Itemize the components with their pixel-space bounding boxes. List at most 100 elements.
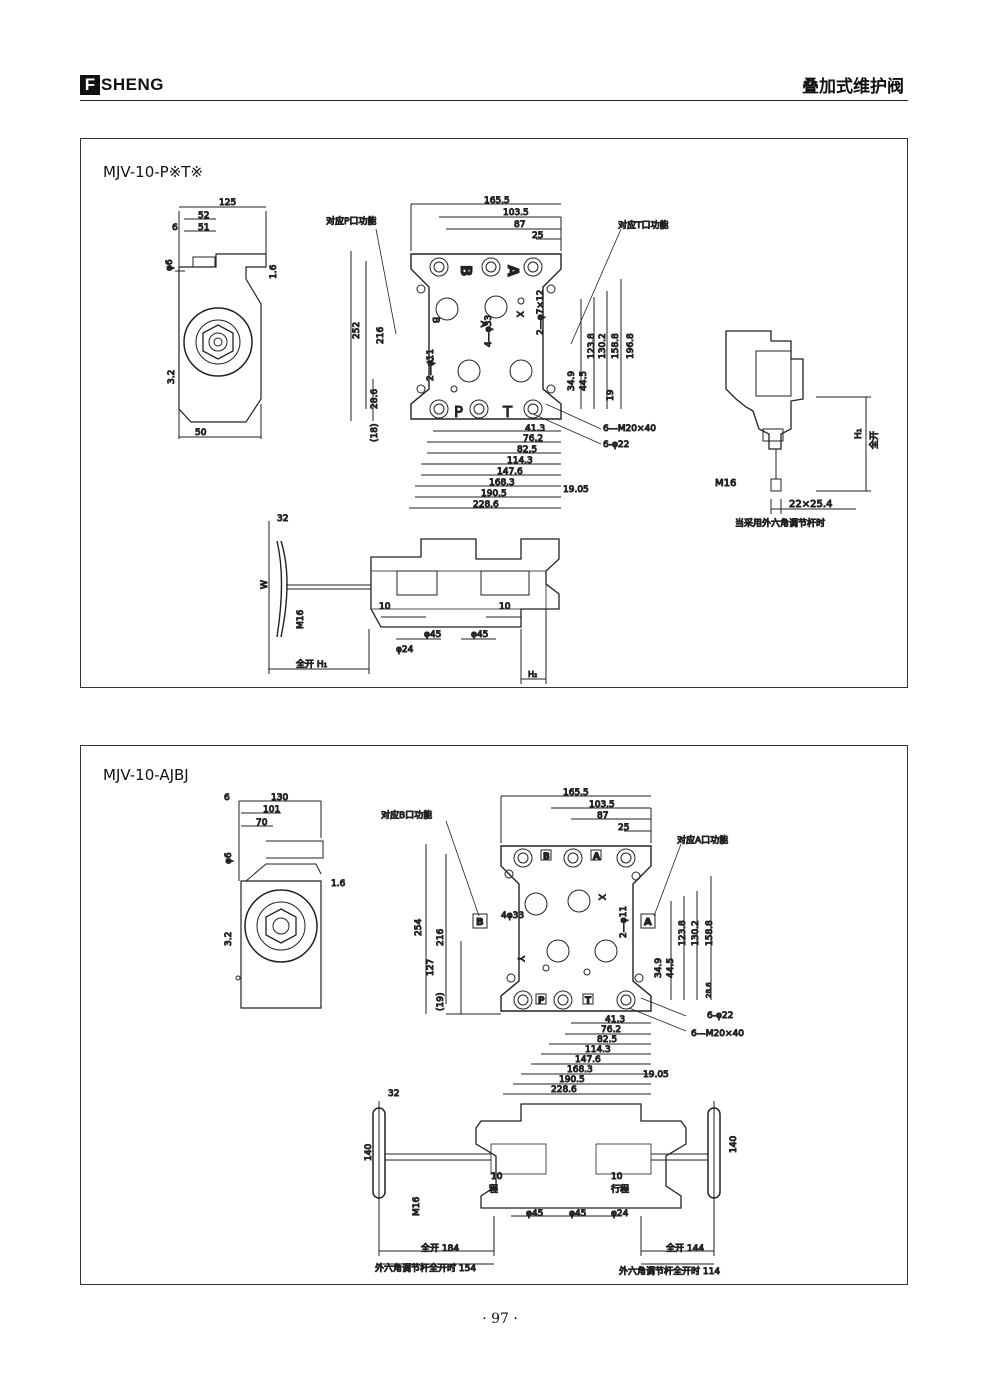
callout-text: 对应A口功能 <box>677 834 728 846</box>
side-view <box>235 800 324 1009</box>
dim-label: 123.8 <box>678 920 688 946</box>
dim-label: 254 <box>414 919 424 936</box>
dim-label: 3.2 <box>224 932 234 946</box>
dim-label: 1.6 <box>331 879 346 889</box>
port-label-small: A <box>478 321 488 328</box>
port-label-b: B <box>543 852 550 862</box>
dim-label: M16 <box>296 610 306 629</box>
dim-label: 44.5 <box>666 958 676 978</box>
dim-label: φ6 <box>224 852 234 864</box>
dim-label: 2—φ7×12 <box>536 290 546 335</box>
dim-label: 87 <box>514 220 525 230</box>
dim-label: 外六角调节杆全开时 114 <box>619 1265 720 1277</box>
dim-label: 34.9 <box>567 371 577 391</box>
dim-label: 1.6 <box>269 264 279 279</box>
dim-label: 28.6 <box>705 982 713 998</box>
dim-label: 52 <box>198 211 209 221</box>
dim-label: φ45 <box>424 630 441 640</box>
dim-label: 103.5 <box>503 208 529 218</box>
port-label-small: X <box>514 311 524 317</box>
dim-label: φ6 <box>165 259 175 271</box>
dim-label: 19.05 <box>563 485 589 495</box>
dim-label: 158.8 <box>611 333 621 359</box>
dim-label: 6—M20×40 <box>691 1029 744 1039</box>
dim-label: 25 <box>618 823 629 833</box>
dim-label: 2—φ11 <box>426 349 436 381</box>
dim-label: M16 <box>715 478 736 489</box>
dim-label: 19.05 <box>643 1070 669 1080</box>
dim-label: 87 <box>597 811 608 821</box>
dim-label: 130.2 <box>691 920 701 946</box>
dim-label: 全开 <box>868 431 880 449</box>
page-header: F SHENG 叠加式维护阀 <box>80 70 908 101</box>
dim-label: φ45 <box>569 1209 586 1219</box>
port-label-a: A <box>504 265 522 277</box>
dim-label: 147.6 <box>575 1055 601 1065</box>
dim-label: 2—φ11 <box>619 906 629 938</box>
dim-label: 全开 H₁ <box>296 658 328 670</box>
dim-label: 168.3 <box>489 478 515 488</box>
port-label-t: T <box>585 996 592 1006</box>
callout-text: 对应T口功能 <box>618 219 669 231</box>
dim-label: 127 <box>426 959 436 976</box>
panel-title: MJV-10-P※T※ <box>103 163 204 181</box>
port-label-small: Y <box>515 955 525 962</box>
dim-label: 44.5 <box>579 371 589 391</box>
dim-label: 25 <box>532 231 543 241</box>
dim-label: 34.9 <box>654 958 664 978</box>
dim-label: 50 <box>195 428 207 438</box>
dim-label: M16 <box>412 1197 422 1216</box>
stem-view <box>725 330 871 514</box>
callout-text: 对应B口功能 <box>381 809 432 821</box>
page-title: 叠加式维护阀 <box>802 77 904 97</box>
port-label-a-side: A <box>644 917 652 928</box>
dim-label: W <box>260 580 270 589</box>
page-number: · 97 · <box>482 1311 518 1327</box>
section-view <box>372 1101 721 1265</box>
section-view <box>268 521 560 684</box>
dim-label: 190.5 <box>481 489 507 499</box>
dim-label: 41.3 <box>605 1015 625 1025</box>
dim-label: 216 <box>376 327 386 344</box>
fsheng-logo: F SHENG <box>80 74 164 96</box>
dim-label: φ24 <box>611 1209 629 1219</box>
dim-label: 6 <box>172 223 178 233</box>
drawing-panel2: 130 101 70 6 φ6 1.6 3.2 <box>224 788 745 1278</box>
dim-label: (19) <box>436 993 446 1011</box>
dim-label: 19 <box>606 389 616 401</box>
panel-title: MJV-10-AJBJ <box>103 766 189 784</box>
dim-label: 41.3 <box>525 424 545 434</box>
port-label-small: B <box>430 317 440 323</box>
dim-label: 123.8 <box>587 333 597 359</box>
dim-label: 228.6 <box>551 1085 577 1095</box>
dim-label: 6-φ22 <box>603 440 629 450</box>
dim-label: 全开 184 <box>421 1242 459 1254</box>
drawing-panel1: 125 52 51 6 φ6 1.6 3.2 50 <box>165 196 881 684</box>
dim-label: 196.8 <box>626 333 636 359</box>
logo-text: SHENG <box>101 75 164 94</box>
dim-label: 6-φ22 <box>707 1011 733 1021</box>
dim-label: 28.6 <box>370 389 380 409</box>
port-label-p: P <box>454 403 463 421</box>
dim-label: 130 <box>271 793 288 803</box>
dim-label: 76.2 <box>601 1025 621 1035</box>
dim-label: 32 <box>277 514 288 524</box>
dim-label: 外六角调节杆全开时 154 <box>375 1262 476 1274</box>
dim-label: 165.5 <box>484 196 510 206</box>
dim-label: 10 <box>611 1172 623 1182</box>
dim-label: 125 <box>219 198 236 208</box>
top-view <box>425 795 712 1095</box>
side-view <box>175 206 267 439</box>
dim-label: 165.5 <box>563 788 589 798</box>
dim-label: 6—M20×40 <box>603 424 656 434</box>
dim-label: 10 <box>499 602 511 612</box>
dim-label: 147.6 <box>497 467 523 477</box>
dim-label: 程 <box>489 1184 498 1195</box>
dim-label: 114.3 <box>585 1045 611 1055</box>
logo-mark: F <box>80 75 100 95</box>
dim-label: 32 <box>388 1089 399 1099</box>
dim-label: 190.5 <box>559 1075 585 1085</box>
port-label-a: A <box>593 852 600 862</box>
dim-label: 70 <box>256 818 268 828</box>
dim-label: (18) <box>370 424 380 442</box>
